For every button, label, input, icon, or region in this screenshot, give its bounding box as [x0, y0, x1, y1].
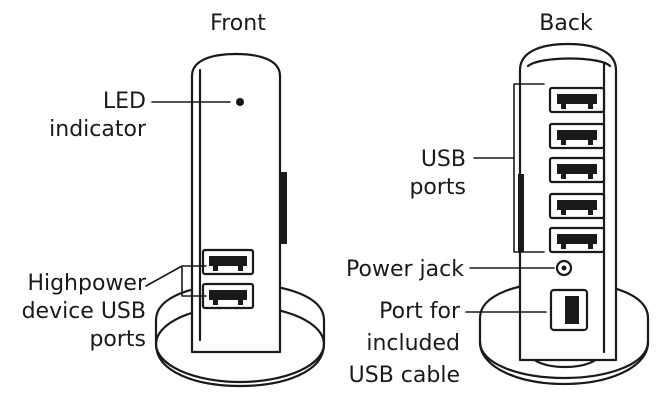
highpower-label-line1: Highpower — [27, 271, 146, 296]
usb-cable-port-label-line2: included — [366, 331, 460, 356]
power-jack-label: Power jack — [346, 257, 464, 282]
leader-lines — [145, 83, 555, 313]
back-usb-port-2 — [548, 122, 606, 150]
highpower-usb-port-2 — [201, 282, 255, 310]
back-usb-port-1 — [548, 86, 606, 114]
front-heading: Front — [210, 11, 266, 36]
led-indicator-dot — [236, 98, 244, 106]
led-label-line1: LED — [102, 89, 146, 114]
usb-ports-bracket — [473, 83, 545, 253]
front-device — [154, 52, 326, 388]
back-usb-port-5 — [548, 226, 606, 254]
usb-ports-label-line1: USB — [420, 147, 466, 172]
usb-cable-port-label-line1: Port for — [379, 299, 460, 324]
led-label-line2: indicator — [49, 117, 146, 142]
back-usb-port-3 — [548, 156, 606, 184]
highpower-label-line3: ports — [89, 327, 146, 352]
highpower-usb-port-1 — [201, 248, 255, 276]
back-heading: Back — [539, 11, 593, 36]
usb-b-port — [549, 288, 589, 332]
back-usb-port-4 — [548, 192, 606, 220]
power-jack — [555, 259, 573, 277]
usb-cable-port-label-line3: USB cable — [348, 363, 460, 388]
usb-ports-label-line2: ports — [409, 175, 466, 200]
back-device — [478, 42, 650, 386]
back-side-strip — [518, 174, 524, 252]
front-side-strip — [281, 172, 287, 244]
highpower-leader-bracket — [145, 265, 207, 297]
front-tower — [190, 52, 282, 354]
highpower-label-line2: device USB — [21, 299, 146, 324]
